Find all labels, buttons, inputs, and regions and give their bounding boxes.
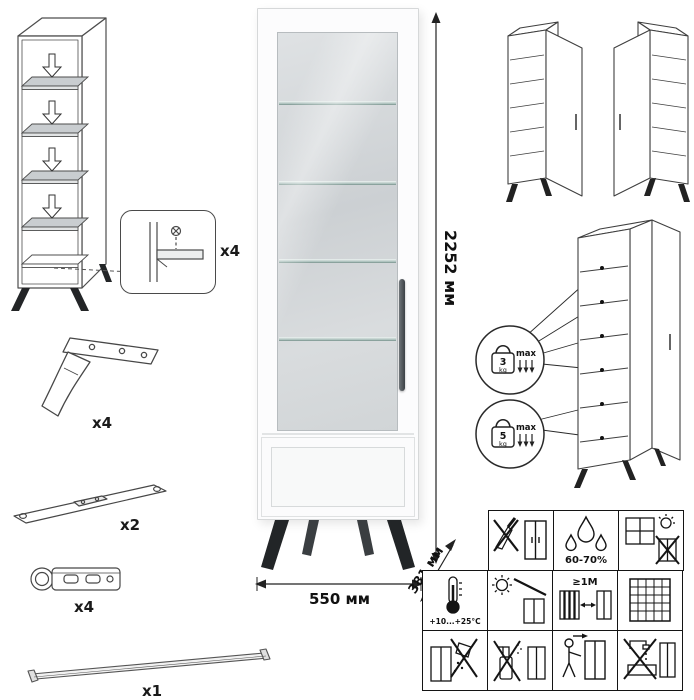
cabinet-legs bbox=[261, 520, 415, 570]
handle-part-drawing bbox=[27, 648, 271, 683]
shelf-installation-diagram bbox=[11, 17, 133, 311]
width-dimension-label: 550 мм bbox=[309, 590, 371, 608]
glass-shelf bbox=[279, 337, 396, 341]
glass-shelf bbox=[279, 101, 396, 105]
bottom-shelf-load-value: 5 bbox=[500, 431, 507, 442]
shelf-support-callout bbox=[120, 210, 216, 294]
care-icons-row-3 bbox=[422, 630, 684, 691]
no-chemicals-icon bbox=[487, 630, 553, 691]
no-cutting-icon bbox=[488, 510, 554, 571]
load-limit-bottom-shelf: 5 kg max bbox=[475, 399, 545, 469]
care-icons-row-2: +10...+25°C bbox=[422, 570, 684, 631]
glass-shelf bbox=[279, 259, 396, 263]
glass-reflection bbox=[278, 33, 397, 430]
shelf-insert-arrows bbox=[41, 53, 63, 219]
bottom-shelf-load-unit: kg bbox=[499, 440, 507, 448]
bottom-shelf-load-max: max bbox=[516, 423, 537, 433]
ventilation-grid-icon bbox=[617, 570, 683, 631]
heater-distance-icon: ≥1M bbox=[552, 570, 618, 631]
bottom-door-panel bbox=[271, 447, 405, 507]
shelf-support-detail-icon bbox=[149, 222, 204, 282]
height-dimension-arrow bbox=[431, 12, 441, 564]
shelf-support-qty: x4 bbox=[220, 242, 241, 260]
temperature-range-icon: +10...+25°C bbox=[422, 570, 488, 631]
handle-qty: x1 bbox=[142, 682, 163, 700]
move-carefully-icon bbox=[552, 630, 618, 691]
cabinet-body bbox=[257, 8, 419, 520]
cabinet-product-image bbox=[257, 8, 419, 578]
humidity-icon: 60-70% bbox=[553, 510, 619, 571]
cabinet-divider bbox=[262, 433, 414, 435]
hinge-qty: x4 bbox=[74, 598, 95, 616]
cabinet-glass-door bbox=[277, 32, 398, 431]
rail-part-drawing bbox=[13, 484, 167, 524]
humidity-label: 60-70% bbox=[565, 555, 607, 566]
temperature-label: +10...+25°C bbox=[429, 617, 481, 626]
rail-qty: x2 bbox=[120, 516, 141, 534]
no-washing-icon bbox=[617, 630, 683, 691]
load-limit-glass-shelf: 3 kg max bbox=[475, 325, 545, 395]
shelf-load-diagram: 3 kg max 5 kg max bbox=[475, 219, 681, 488]
no-direct-sun-icon bbox=[618, 510, 684, 571]
cabinet-bottom-door bbox=[261, 437, 415, 517]
height-dimension-label: 2252 мм bbox=[441, 230, 460, 307]
glass-shelf bbox=[279, 181, 396, 185]
hinge-part-drawing bbox=[30, 567, 121, 591]
leg-qty: x4 bbox=[92, 414, 113, 432]
door-hinge-variant-2 bbox=[613, 21, 690, 202]
leg-part-drawing bbox=[41, 337, 159, 417]
width-dimension-arrow bbox=[255, 577, 423, 591]
glass-shelf-load-max: max bbox=[516, 349, 537, 359]
min-distance-label: ≥1M bbox=[572, 577, 597, 588]
glass-shelf-load-unit: kg bbox=[499, 366, 507, 374]
glass-shelf-load-value: 3 bbox=[500, 357, 507, 368]
care-icons-row-1: 60-70% bbox=[488, 510, 684, 571]
door-hinge-variant-1 bbox=[506, 21, 583, 202]
shade-from-sun-icon bbox=[487, 570, 553, 631]
cabinet-handle bbox=[399, 279, 405, 391]
care-icons-grid: 60-70% bbox=[422, 510, 684, 691]
no-liquids-icon bbox=[422, 630, 488, 691]
